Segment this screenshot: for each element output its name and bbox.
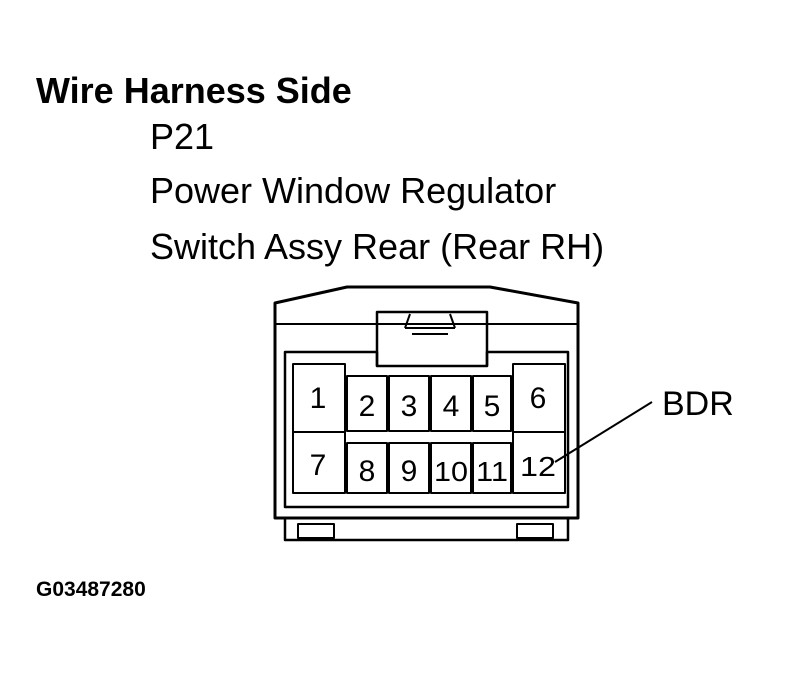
pin-label-8: 8 bbox=[359, 455, 376, 488]
bottom-latch-right bbox=[516, 523, 554, 539]
connector-name-line-2: Switch Assy Rear (Rear RH) bbox=[150, 226, 605, 267]
figure-id: G03487280 bbox=[36, 578, 146, 601]
pin-cell-2 bbox=[346, 375, 388, 432]
housing-bottom-skirt bbox=[283, 518, 570, 542]
pin-label-9: 9 bbox=[401, 455, 418, 488]
pin-label-7: 7 bbox=[310, 449, 327, 482]
bottom-latch-left bbox=[297, 523, 335, 539]
pin-label-12: 12 bbox=[520, 451, 556, 482]
diagram-heading: Wire Harness Side bbox=[36, 70, 352, 111]
connector-code: P21 bbox=[150, 116, 215, 157]
pin-cell-9 bbox=[388, 442, 430, 494]
cavity-frame bbox=[283, 350, 570, 509]
pin-label-3: 3 bbox=[401, 390, 418, 423]
pin-label-4: 4 bbox=[443, 390, 460, 423]
connector-housing bbox=[273, 285, 580, 520]
pin-callout-label: BDR bbox=[662, 385, 734, 423]
pin-cell-11 bbox=[472, 442, 512, 494]
pin-cell-7 bbox=[292, 431, 346, 494]
pin-label-11: 11 bbox=[476, 456, 508, 487]
pin-cell-4 bbox=[430, 375, 472, 432]
lock-tab bbox=[375, 310, 489, 366]
pin-cell-8 bbox=[346, 442, 388, 494]
pin-label-10: 10 bbox=[434, 456, 468, 487]
pin-cell-10 bbox=[430, 442, 472, 494]
pin-label-2: 2 bbox=[359, 390, 376, 423]
pin-label-5: 5 bbox=[484, 390, 501, 423]
pin-label-1: 1 bbox=[310, 382, 327, 415]
lock-tab-detail bbox=[404, 313, 456, 335]
pin-cell-12 bbox=[512, 431, 566, 494]
callout-leader-line bbox=[554, 401, 653, 463]
pin-label-6: 6 bbox=[530, 382, 547, 415]
pin-cell-5 bbox=[472, 375, 512, 432]
pin-cell-3 bbox=[388, 375, 430, 432]
connector-name-line-1: Power Window Regulator bbox=[150, 170, 557, 211]
